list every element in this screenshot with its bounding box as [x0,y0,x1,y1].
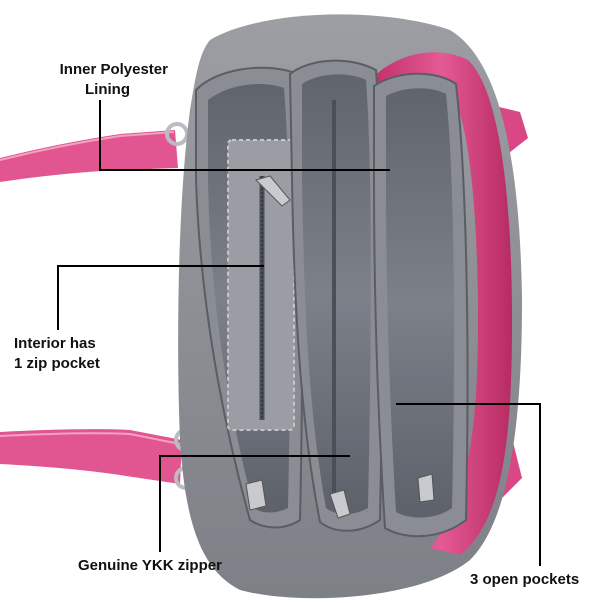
zip-pocket-leader [57,265,264,330]
callout-zip-pocket-line2: 1 zip pocket [14,355,100,372]
middle-compartment [288,59,384,532]
zipper-pull [255,175,291,207]
callout-zip-pocket-line1: Interior has [14,335,96,352]
pink-side-panel [370,52,512,555]
middle-zipper-pull [329,489,351,519]
callout-ykk-zipper: Genuine YKK zipper [78,557,222,574]
ykk-leader [159,455,350,552]
callout-inner-lining-line1: Inner Polyester [59,61,168,78]
left-bottom-handle [0,428,198,490]
callout-inner-lining-line2: Lining [85,81,130,98]
right-compartment [373,72,469,538]
callout-leader-lines [57,100,541,566]
left-top-handle [0,122,189,182]
bottom-zipper-pulls [245,473,435,511]
open-pockets-leader [396,403,541,566]
left-compartment [195,66,304,529]
callout-open-pockets: 3 open pockets [470,571,580,588]
callout-zip-pocket: Interior has 1 zip pocket [14,334,100,374]
lining-leader [99,100,390,171]
callout-inner-lining: Inner Polyester Lining [40,60,168,100]
